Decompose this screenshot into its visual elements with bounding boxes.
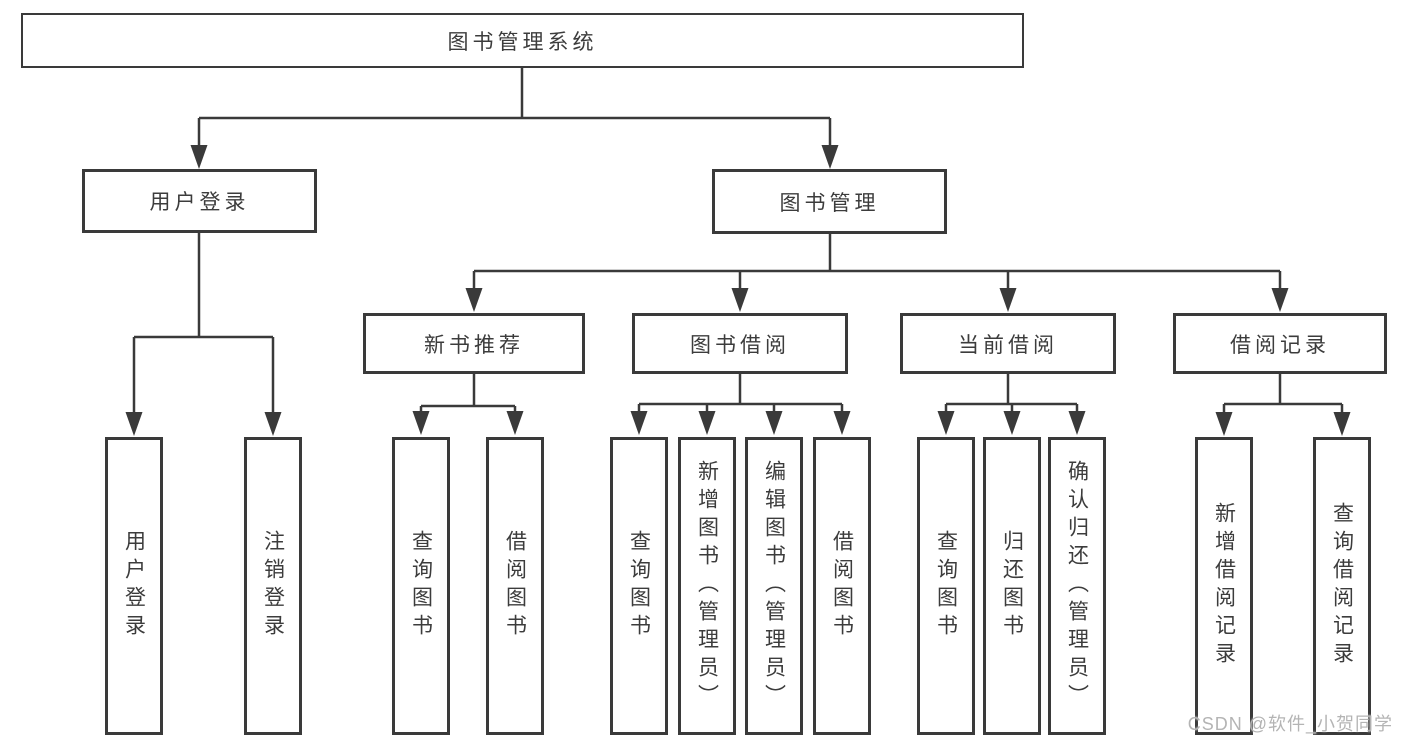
arrowhead-down-icon xyxy=(190,145,208,169)
connector-borrowing-records-to-leaves xyxy=(1215,374,1351,436)
node-book-management-system: 图书管理系统 xyxy=(21,13,1024,68)
arrowhead-down-icon xyxy=(264,412,282,436)
arrowhead-down-icon xyxy=(821,145,839,169)
connector-current-borrowing-to-leaves xyxy=(937,374,1086,435)
connector-new-book-recommend-to-leaves xyxy=(412,374,524,435)
leaf-label: 借阅图书 xyxy=(503,530,527,642)
arrowhead-down-icon xyxy=(412,411,430,435)
arrowhead-down-icon xyxy=(1003,411,1021,435)
arrowhead-down-icon xyxy=(630,411,648,435)
leaf-current-return-books: 归还图书 xyxy=(983,437,1041,735)
arrowhead-down-icon xyxy=(465,288,483,312)
leaf-label: 注销登录 xyxy=(261,530,285,642)
node-user-login: 用户登录 xyxy=(82,169,317,233)
leaf-label: 确认归还（管理员） xyxy=(1065,460,1089,712)
leaf-label: 查询借阅记录 xyxy=(1330,502,1354,670)
connector-book-management-to-level3 xyxy=(465,234,1289,312)
leaf-current-query-books: 查询图书 xyxy=(917,437,975,735)
leaf-label: 查询图书 xyxy=(627,530,651,642)
leaf-label: 借阅图书 xyxy=(830,530,854,642)
leaf-borrowing-edit-books-admin: 编辑图书（管理员） xyxy=(745,437,803,735)
node-borrowing-records: 借阅记录 xyxy=(1173,313,1387,374)
leaf-logout: 注销登录 xyxy=(244,437,302,735)
leaf-label: 查询图书 xyxy=(409,530,433,642)
arrowhead-down-icon xyxy=(765,411,783,435)
arrowhead-down-icon xyxy=(1271,288,1289,312)
arrowhead-down-icon xyxy=(125,412,143,436)
arrowhead-down-icon xyxy=(698,411,716,435)
connector-root-to-level2 xyxy=(190,68,839,169)
leaf-label: 新增借阅记录 xyxy=(1212,502,1236,670)
leaf-current-confirm-return-admin: 确认归还（管理员） xyxy=(1048,437,1106,735)
leaf-borrowing-add-books-admin: 新增图书（管理员） xyxy=(678,437,736,735)
node-book-management: 图书管理 xyxy=(712,169,947,234)
arrowhead-down-icon xyxy=(1215,412,1233,436)
leaf-records-query-borrow-record: 查询借阅记录 xyxy=(1313,437,1371,735)
arrowhead-down-icon xyxy=(1333,412,1351,436)
leaf-user-login: 用户登录 xyxy=(105,437,163,735)
leaf-borrowing-borrow-books: 借阅图书 xyxy=(813,437,871,735)
node-current-borrowing: 当前借阅 xyxy=(900,313,1116,374)
node-book-borrowing: 图书借阅 xyxy=(632,313,848,374)
arrowhead-down-icon xyxy=(731,288,749,312)
node-new-book-recommend: 新书推荐 xyxy=(363,313,585,374)
leaf-label: 查询图书 xyxy=(934,530,958,642)
leaf-records-add-borrow-record: 新增借阅记录 xyxy=(1195,437,1253,735)
arrowhead-down-icon xyxy=(1068,411,1086,435)
leaf-recommend-query-books: 查询图书 xyxy=(392,437,450,735)
connector-user-login-to-leaves xyxy=(125,233,282,436)
arrowhead-down-icon xyxy=(506,411,524,435)
leaf-recommend-borrow-books: 借阅图书 xyxy=(486,437,544,735)
leaf-borrowing-query-books: 查询图书 xyxy=(610,437,668,735)
connector-book-borrowing-to-leaves xyxy=(630,374,851,435)
leaf-label: 用户登录 xyxy=(122,530,146,642)
arrowhead-down-icon xyxy=(833,411,851,435)
arrowhead-down-icon xyxy=(999,288,1017,312)
leaf-label: 新增图书（管理员） xyxy=(695,460,719,712)
arrowhead-down-icon xyxy=(937,411,955,435)
watermark: CSDN @软件_小贺同学 xyxy=(1187,714,1393,734)
leaf-label: 编辑图书（管理员） xyxy=(762,460,786,712)
leaf-label: 归还图书 xyxy=(1000,530,1024,642)
